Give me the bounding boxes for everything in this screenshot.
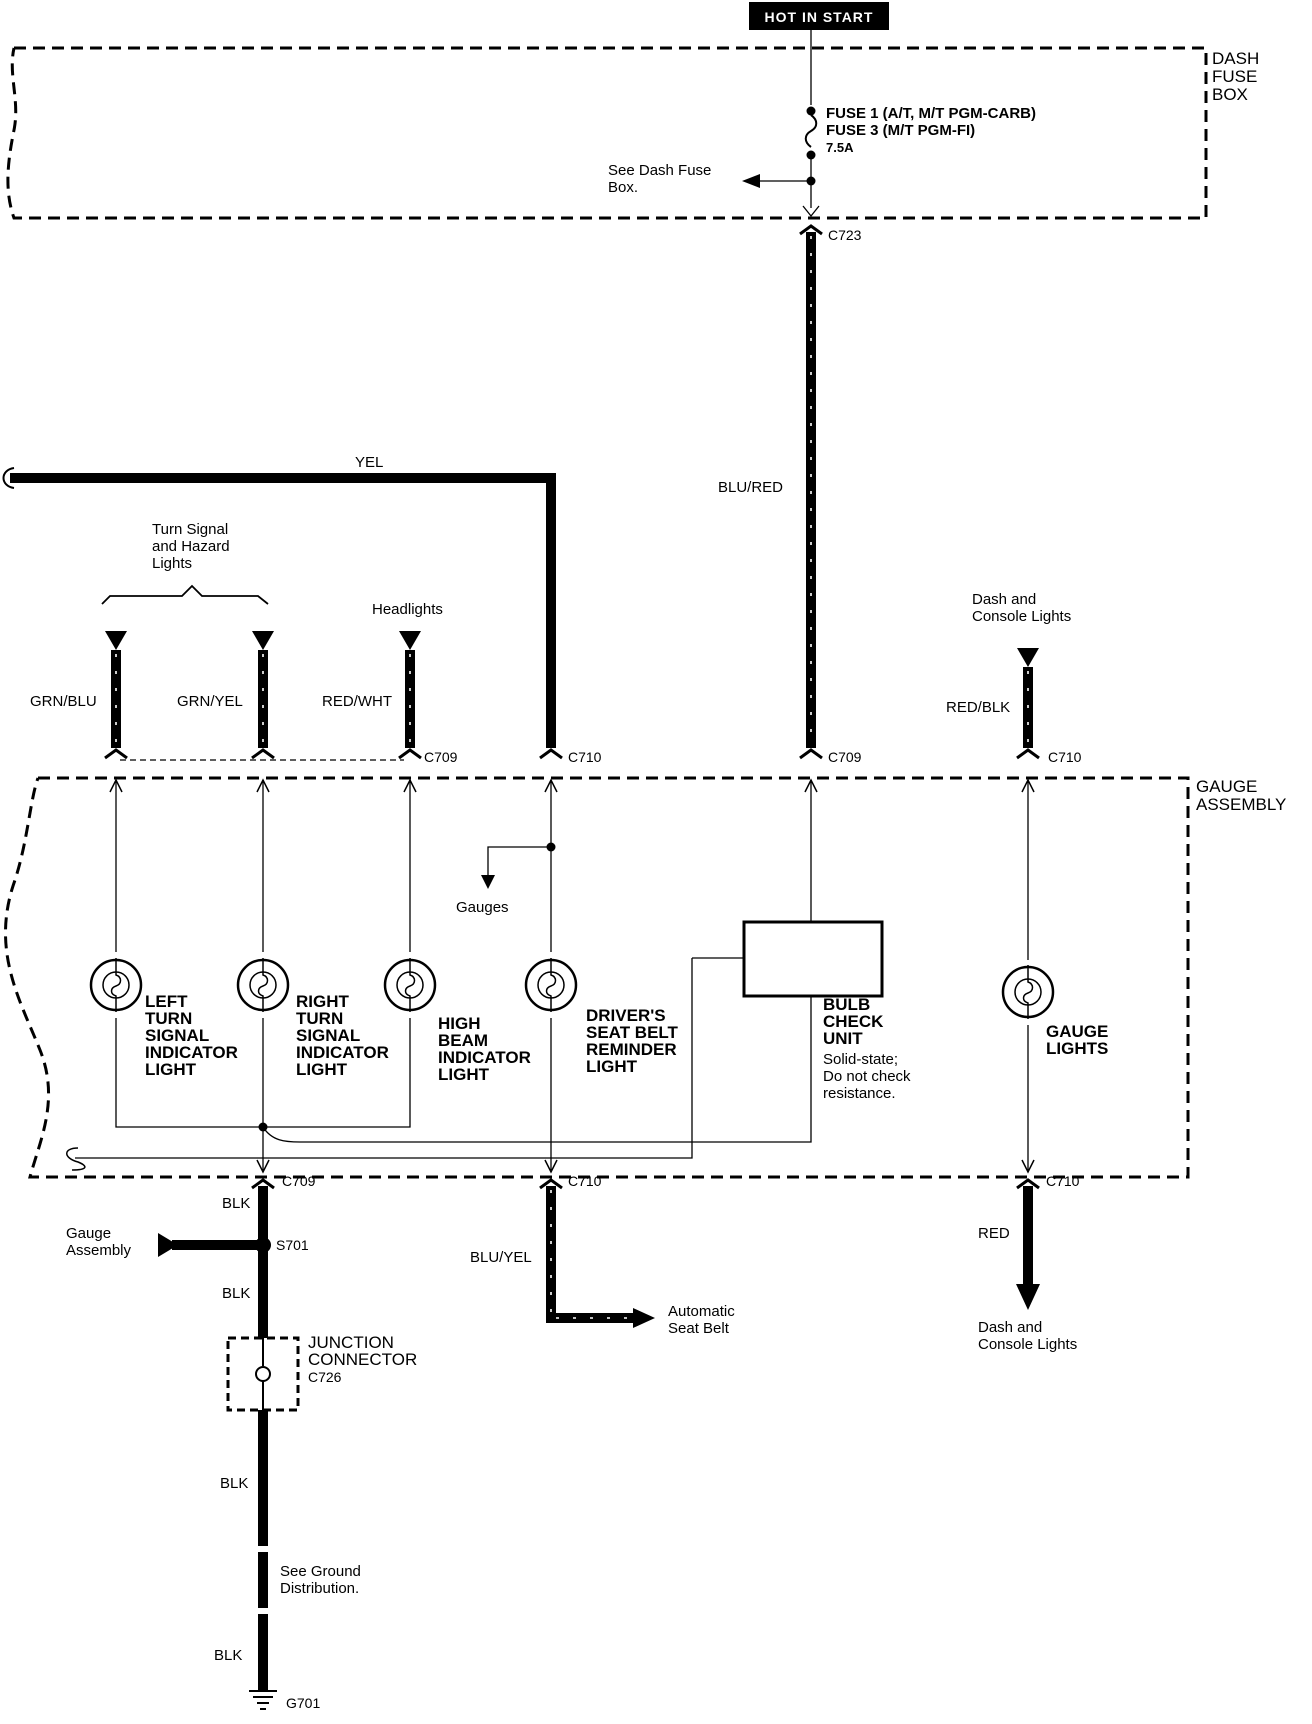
gauge-assembly-input-arrow-icon bbox=[158, 1233, 178, 1257]
turn-signal-label: Turn Signal and Hazard Lights bbox=[152, 521, 234, 572]
headlights-label: Headlights bbox=[372, 601, 443, 618]
gauge-lights-lamp-label: GAUGE LIGHTS bbox=[1046, 1022, 1113, 1058]
gauges-label: Gauges bbox=[456, 899, 509, 916]
left-turn-lamp-icon bbox=[89, 956, 143, 1014]
bulb-check-unit-box bbox=[742, 920, 884, 998]
dash-console-bottom-label: Dash and Console Lights bbox=[978, 1319, 1077, 1353]
wire-grn-blu-label: GRN/BLU bbox=[30, 693, 97, 710]
high-beam-lamp-label: HIGH BEAM INDICATOR LIGHT bbox=[438, 1014, 536, 1084]
junction-connector-label: JUNCTION CONNECTOR bbox=[308, 1333, 417, 1369]
wire-blk-label-4: BLK bbox=[214, 1647, 242, 1664]
c710-top-right-label: C710 bbox=[1048, 749, 1082, 765]
gauge-assembly-title: GAUGE ASSEMBLY bbox=[1196, 777, 1286, 814]
high-beam-lamp-icon bbox=[383, 956, 437, 1014]
gauge-lights-lamp-icon bbox=[1001, 963, 1055, 1021]
c710-yel-label: C710 bbox=[568, 749, 602, 765]
dash-console-top-label: Dash and Console Lights bbox=[972, 591, 1071, 625]
seat-belt-lamp-icon bbox=[524, 956, 578, 1014]
c709-bottom-label: C709 bbox=[282, 1173, 316, 1189]
bus-break-icon bbox=[66, 1147, 86, 1171]
wire-blu-red-label: BLU/RED bbox=[718, 479, 783, 496]
wire-blk-label-1: BLK bbox=[222, 1195, 250, 1212]
wire-red-wht-label: RED/WHT bbox=[322, 693, 392, 710]
c710-bottom-mid-label: C710 bbox=[568, 1173, 602, 1189]
turn-signal-brace bbox=[101, 584, 269, 605]
see-dash-fuse-arrow-icon bbox=[742, 174, 760, 188]
s701-label: S701 bbox=[276, 1237, 309, 1253]
fuse bbox=[804, 106, 818, 208]
automatic-seat-belt-label: Automatic Seat Belt bbox=[668, 1303, 739, 1337]
seat-belt-lamp-label: DRIVER'S SEAT BELT REMINDER LIGHT bbox=[586, 1006, 683, 1076]
gauge-assembly-bottom-label: Gauge Assembly bbox=[66, 1225, 132, 1259]
wire-yel bbox=[10, 473, 556, 748]
automatic-seat-belt-arrow-icon bbox=[633, 1308, 655, 1328]
dash-fuse-box-outline bbox=[6, 46, 1208, 220]
gauges-arrow-icon bbox=[481, 875, 495, 889]
wire-blk-label-2: BLK bbox=[222, 1285, 250, 1302]
right-turn-lamp-icon bbox=[236, 956, 290, 1014]
see-dash-fuse-box-label: See Dash Fuse Box. bbox=[608, 162, 716, 196]
dash-fuse-box-title: DASH FUSE BOX bbox=[1212, 49, 1264, 104]
dash-console-output-arrow-icon bbox=[1016, 1284, 1040, 1310]
wire-red-blk-label: RED/BLK bbox=[946, 699, 1010, 716]
c709-top-label: C709 bbox=[424, 749, 458, 765]
c726-label: C726 bbox=[308, 1369, 342, 1385]
gauge-assembly-outline bbox=[4, 776, 1190, 1179]
g701-label: G701 bbox=[286, 1695, 320, 1711]
left-turn-lamp-label: LEFT TURN SIGNAL INDICATOR LIGHT bbox=[145, 992, 243, 1079]
c723-label: C723 bbox=[828, 227, 862, 243]
wire-yel-label: YEL bbox=[355, 454, 383, 471]
power-source-badge bbox=[749, 2, 889, 30]
c710-bottom-right-label: C710 bbox=[1046, 1173, 1080, 1189]
bulb-check-unit-title: BULB CHECK UNIT bbox=[823, 995, 888, 1048]
wire-blk-label-3: BLK bbox=[220, 1475, 248, 1492]
power-source-label: HOT IN START bbox=[765, 9, 874, 25]
yel-wire-break-icon bbox=[2, 467, 15, 489]
wire-grn-yel-label: GRN/YEL bbox=[177, 693, 243, 710]
fuse-label: FUSE 1 (A/T, M/T PGM-CARB) FUSE 3 (M/T P… bbox=[826, 105, 1040, 155]
right-turn-lamp-label: RIGHT TURN SIGNAL INDICATOR LIGHT bbox=[296, 992, 394, 1079]
wire-blu-yel-label: BLU/YEL bbox=[470, 1249, 532, 1266]
ground-distribution-label: See Ground Distribution. bbox=[280, 1563, 365, 1597]
wire-red-label: RED bbox=[978, 1225, 1010, 1242]
ground-g701-icon bbox=[249, 1690, 277, 1710]
bulb-check-unit-note: Solid-state; Do not check resistance. bbox=[823, 1051, 915, 1102]
c709-bulb-check-label: C709 bbox=[828, 749, 862, 765]
